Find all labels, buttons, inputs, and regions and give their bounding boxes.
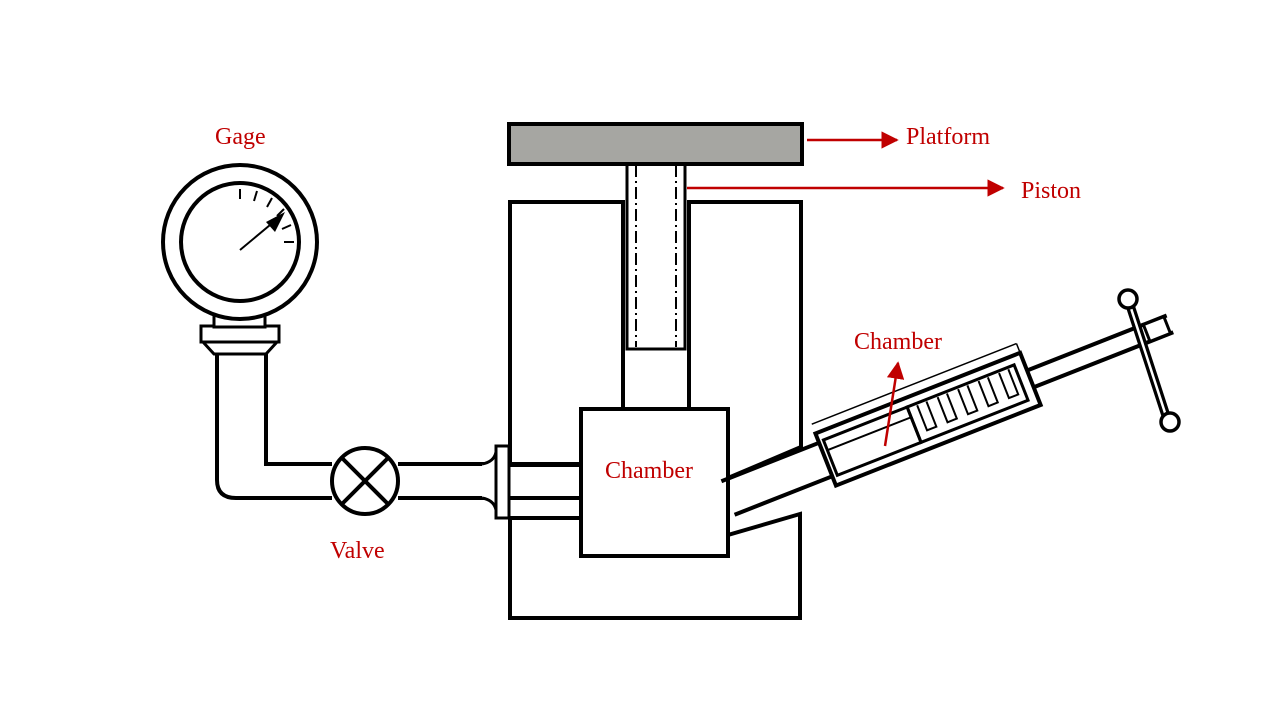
gage-pipe xyxy=(215,344,332,500)
pressure-gage xyxy=(161,163,319,321)
valve xyxy=(330,446,400,516)
pipe-flange xyxy=(481,444,511,520)
platform-label: Platform xyxy=(906,124,990,150)
handle-knob-bottom xyxy=(1159,411,1181,433)
pump-chamber-arrow xyxy=(883,361,905,447)
gage-scale-ticks xyxy=(239,189,294,243)
valve-label: Valve xyxy=(330,538,385,564)
main-chamber xyxy=(579,407,730,558)
piston xyxy=(625,161,687,351)
leader-arrows xyxy=(687,131,1005,447)
gage-label: Gage xyxy=(215,124,266,150)
pump-screw-threads xyxy=(905,362,1030,445)
piston-label: Piston xyxy=(1021,178,1081,204)
platform xyxy=(507,122,804,166)
main-chamber-label: Chamber xyxy=(605,458,693,484)
handle-knob-top xyxy=(1117,288,1139,310)
screw-pump xyxy=(720,288,1181,517)
pump-chamber-label: Chamber xyxy=(854,329,942,355)
